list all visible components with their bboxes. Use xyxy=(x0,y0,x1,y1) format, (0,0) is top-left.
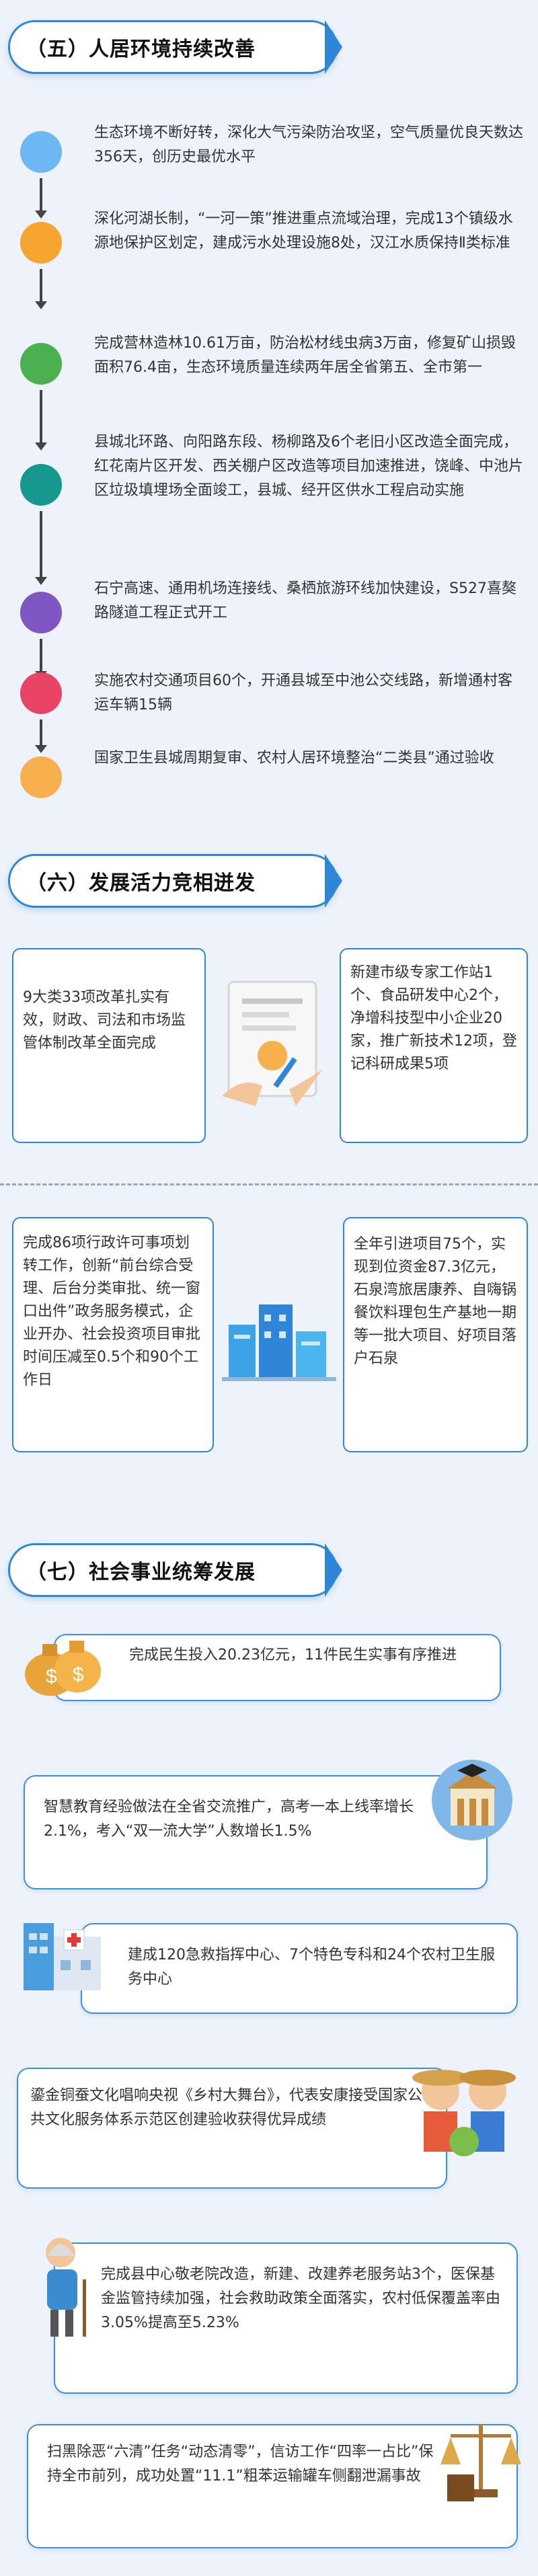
row-education-text: 智慧教育经验做法在全省交流推广，高考一本上线率增长2.1%，考入“双一流大学”人… xyxy=(44,1799,414,1840)
section-7-title: （七）社会事业统筹发展 xyxy=(26,1561,256,1584)
section-6-title: （六）发展活力竞相迸发 xyxy=(26,871,256,895)
row-culture: 鎏金铜蚕文化唱响央视《乡村大舞台》，代表安康接受国家公共文化服务体系示范区创建验… xyxy=(17,2068,447,2189)
timeline-dot-4 xyxy=(20,464,62,506)
svg-text:$: $ xyxy=(46,1666,57,1688)
row-health: 建成120急救指挥中心、7个特色专科和24个农村卫生服务中心 xyxy=(81,1923,518,2014)
contract-icon xyxy=(215,968,330,1116)
timeline-arrow-6 xyxy=(35,719,47,753)
timeline-arrow-1 xyxy=(35,178,47,219)
row-culture-text: 鎏金铜蚕文化唱响央视《乡村大舞台》，代表安康接受国家公共文化服务体系示范区创建验… xyxy=(30,2087,423,2128)
timeline-arrow-3 xyxy=(35,390,47,451)
elderly-icon xyxy=(17,2232,104,2340)
row-elderly-care-text: 完成县中心敬老院改造，新建、改建养老服务站3个，医保基金监管持续加强，社会救助政… xyxy=(101,2266,501,2331)
timeline-dot-5 xyxy=(20,592,62,633)
row-livelihood: 完成民生投入20.23亿元，11件民生实事有序推进 xyxy=(54,1634,501,1701)
divider-dashed xyxy=(0,1183,538,1185)
timeline-arrow-4 xyxy=(35,511,47,585)
svg-text:$: $ xyxy=(73,1664,84,1686)
section-6-header: （六）发展活力竞相迸发 xyxy=(8,854,338,908)
timeline-dot-3 xyxy=(20,343,62,385)
card-reform-text: 9大类33项改革扎实有效，财政、司法和市场监管体制改革全面完成 xyxy=(23,989,186,1052)
section-7-header: （七）社会事业统筹发展 xyxy=(8,1543,338,1597)
card-tech-text: 新建市级专家工作站1个、食品研发中心2个，净增科技型中小企业20家，推广新技术1… xyxy=(350,964,517,1072)
city-building-icon xyxy=(222,1284,336,1385)
row-elderly-care: 完成县中心敬老院改造，新建、改建养老服务站3个，医保基金监管持续加强，社会救助政… xyxy=(54,2242,518,2394)
justice-scale-icon xyxy=(437,2414,525,2508)
farmers-icon xyxy=(404,2058,525,2158)
row-education: 智慧教育经验做法在全省交流推广，高考一本上线率增长2.1%，考入“双一流大学”人… xyxy=(24,1775,488,1889)
hospital-icon xyxy=(17,1910,118,1997)
timeline-arrow-5 xyxy=(35,639,47,679)
card-investment-text: 全年引进项目75个，实现到位资金87.3亿元，石泉湾旅居康养、自嗨锅餐饮料理包生… xyxy=(354,1236,517,1367)
row-health-text: 建成120急救指挥中心、7个特色专科和24个农村卫生服务中心 xyxy=(128,1947,495,1988)
timeline-item-6: 实施农村交通项目60个，开通县城至中池公交线路，新增通村客运车辆15辆 xyxy=(94,672,512,713)
section-5-header: （五）人居环境持续改善 xyxy=(8,20,338,74)
timeline-item-1: 生态环境不断好转，深化大气污染防治攻坚，空气质量优良天数达356天，创历史最优水… xyxy=(94,124,524,165)
card-reform: 9大类33项改革扎实有效，财政、司法和市场监管体制改革全面完成 xyxy=(12,948,206,1143)
timeline-item-7: 国家卫生县城周期复审、农村人居环境整治“二类县”通过验收 xyxy=(94,750,494,767)
timeline-item-4: 县城北环路、向阳路东段、杨柳路及6个老旧小区改造全面完成，红花南片区开发、西关棚… xyxy=(94,434,524,499)
timeline-item-3: 完成营林造林10.61万亩，防治松材线虫病3万亩，修复矿山损毁面积76.4亩，生… xyxy=(94,335,516,376)
card-tech: 新建市级专家工作站1个、食品研发中心2个，净增科技型中小企业20家，推广新技术1… xyxy=(340,948,528,1143)
timeline-dot-7 xyxy=(20,756,62,798)
timeline-dot-6 xyxy=(20,672,62,714)
card-admin: 完成86项行政许可事项划转工作，创新“前台综合受理、后台分类审批、统一窗口出件”… xyxy=(12,1217,214,1452)
row-public-safety-text: 扫黑除恶“六清”任务“动态清零”，信访工作“四率一占比”保持全市前列，成功处置“… xyxy=(47,2444,434,2485)
timeline-dot-2 xyxy=(20,222,62,264)
timeline-arrow-2 xyxy=(35,269,47,309)
card-investment: 全年引进项目75个，实现到位资金87.3亿元，石泉湾旅居康养、自嗨锅餐饮料理包生… xyxy=(343,1217,528,1452)
money-bags-icon: $ $ xyxy=(20,1624,104,1698)
card-admin-text: 完成86项行政许可事项划转工作，创新“前台综合受理、后台分类审批、统一窗口出件”… xyxy=(23,1235,201,1389)
graduation-icon xyxy=(430,1758,514,1842)
section-5-title: （五）人居环境持续改善 xyxy=(26,38,256,61)
timeline-item-5: 石宁高速、通用机场连接线、桑栖旅游环线加快建设，S527喜獒路隧道工程正式开工 xyxy=(94,580,516,621)
row-livelihood-text: 完成民生投入20.23亿元，11件民生实事有序推进 xyxy=(129,1647,457,1664)
timeline-item-2: 深化河湖长制，“一河一策”推进重点流域治理，完成13个镇级水源地保护区划定，建成… xyxy=(94,210,513,251)
row-public-safety: 扫黑除恶“六清”任务“动态清零”，信访工作“四率一占比”保持全市前列，成功处置“… xyxy=(27,2424,518,2548)
timeline-dot-1 xyxy=(20,131,62,173)
